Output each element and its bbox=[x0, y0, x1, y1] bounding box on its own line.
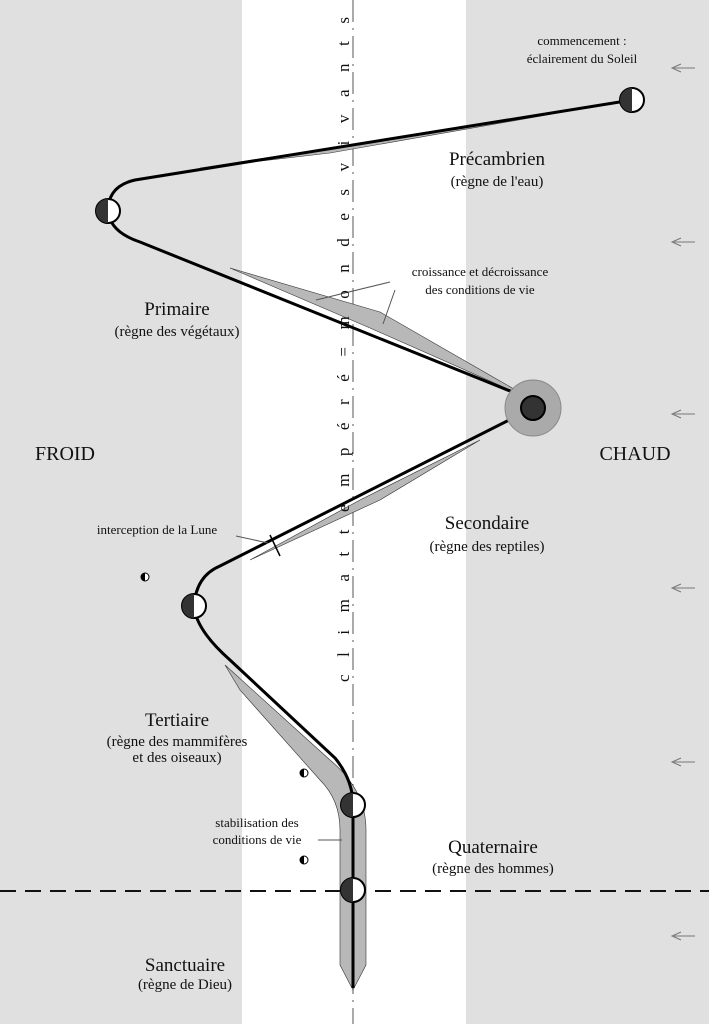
moon-interception-note: interception de la Lune bbox=[97, 522, 217, 537]
era-tertiary: Tertiaire bbox=[145, 710, 209, 731]
era-quaternary-reign: (règne des hommes) bbox=[432, 861, 554, 877]
start-label-2: éclairement du Soleil bbox=[527, 51, 638, 66]
start-label-1: commencement : bbox=[537, 33, 626, 48]
era-sanctuary-reign: (règne de Dieu) bbox=[138, 977, 232, 993]
arrow-left-icon bbox=[670, 237, 695, 247]
arrow-left-icon bbox=[670, 757, 695, 767]
growth-note-2: des conditions de vie bbox=[425, 282, 535, 297]
leader-line bbox=[315, 281, 391, 301]
temperate-climate-label: c l i m a t t e m p é r é = m o n d e s … bbox=[334, 17, 353, 682]
arrow-left-icon bbox=[670, 63, 695, 73]
moon-icon bbox=[299, 855, 309, 865]
stabilisation-note-2: conditions de vie bbox=[213, 832, 302, 847]
cold-band bbox=[0, 0, 242, 1024]
hot-label: CHAUD bbox=[599, 443, 670, 465]
quaternary-marker bbox=[340, 792, 366, 818]
life-band-secondary bbox=[249, 439, 481, 561]
moon-icon bbox=[140, 572, 150, 582]
cold-label: FROID bbox=[35, 443, 95, 465]
sanctuary-marker bbox=[340, 877, 366, 903]
arrow-left-icon bbox=[670, 931, 695, 941]
arrow-left-icon bbox=[670, 409, 695, 419]
moon-icon bbox=[299, 768, 309, 778]
era-secondary: Secondaire bbox=[445, 513, 529, 534]
era-primary: Primaire bbox=[144, 299, 209, 320]
era-quaternary: Quaternaire bbox=[448, 837, 538, 858]
era-precambrian: Précambrien bbox=[449, 149, 546, 170]
era-precambrian-reign: (règne de l'eau) bbox=[451, 174, 544, 190]
moon-interception-tick bbox=[269, 534, 281, 557]
era-tertiary-reign: (règne des mammifères bbox=[107, 734, 248, 750]
tertiary-marker bbox=[181, 593, 207, 619]
sun-start-marker bbox=[619, 87, 645, 113]
arrow-left-icons bbox=[670, 63, 695, 941]
arrow-left-icon bbox=[670, 583, 695, 593]
era-tertiary-reign-2: et des oiseaux) bbox=[132, 750, 221, 766]
hot-band bbox=[466, 0, 709, 1024]
era-sanctuary: Sanctuaire bbox=[145, 955, 225, 976]
leader-line bbox=[235, 535, 269, 544]
leader-line bbox=[382, 289, 396, 325]
era-primary-reign: (règne des végétaux) bbox=[115, 324, 240, 340]
hot-peak-marker bbox=[504, 379, 562, 437]
primary-marker bbox=[95, 198, 121, 224]
growth-note-1: croissance et décroissance bbox=[412, 264, 549, 279]
era-secondary-reign: (règne des reptiles) bbox=[430, 539, 545, 555]
stabilisation-note-1: stabilisation des bbox=[215, 815, 298, 830]
